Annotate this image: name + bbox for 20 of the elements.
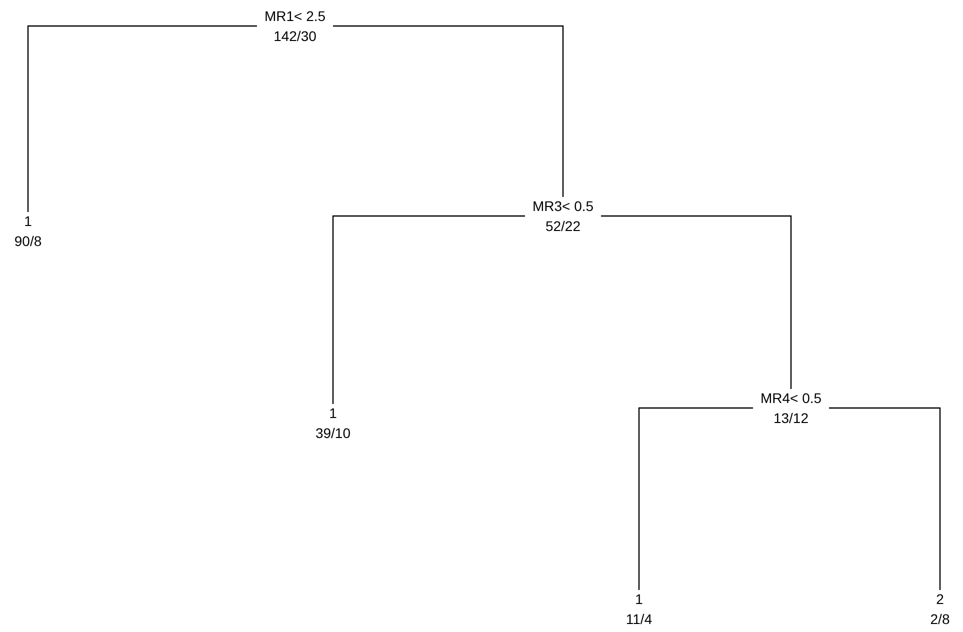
- count-label: 39/10: [315, 424, 351, 442]
- class-label: 1: [329, 404, 337, 422]
- count-label: 142/30: [274, 27, 316, 45]
- class-label: 1: [24, 212, 32, 230]
- count-label: 52/22: [545, 217, 581, 235]
- tree-branch-line: [829, 407, 941, 590]
- split-condition: MR4< 0.5: [760, 389, 822, 407]
- tree-branch-line: [333, 25, 564, 197]
- count-label: 13/12: [773, 409, 809, 427]
- class-label: 2: [936, 590, 944, 608]
- count-label: 11/4: [626, 610, 652, 628]
- tree-branch-line: [332, 215, 525, 404]
- split-condition: MR3< 0.5: [532, 197, 594, 215]
- class-label: 1: [635, 590, 643, 608]
- count-label: 90/8: [14, 232, 42, 250]
- tree-branch-line: [638, 407, 753, 590]
- tree-branch-line: [27, 25, 257, 212]
- tree-branch-line: [601, 215, 792, 389]
- split-condition: MR1< 2.5: [264, 7, 326, 25]
- count-label: 2/8: [930, 610, 950, 628]
